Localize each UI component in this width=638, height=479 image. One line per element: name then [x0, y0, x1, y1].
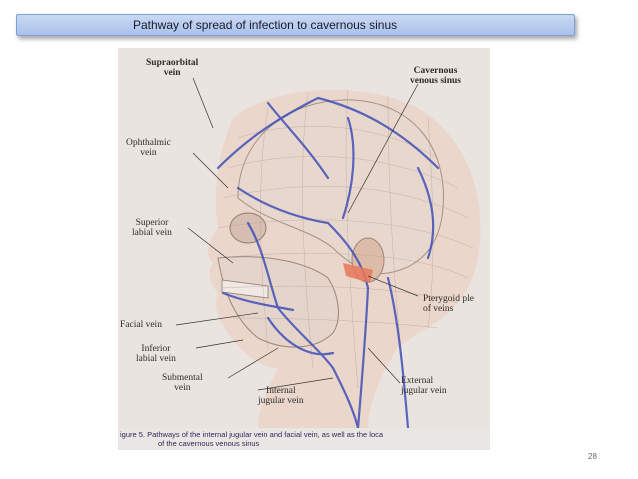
anatomy-figure: Supraorbital vein Cavernous venous sinus…	[118, 48, 490, 450]
label-line: Submental	[162, 373, 203, 383]
label-line: vein	[140, 148, 157, 158]
label-line: Superior	[135, 218, 169, 228]
label-line: vein	[174, 383, 191, 393]
label-internal-jugular-vein: Internal jugular vein	[258, 386, 304, 406]
caption-line-1: igure 5. Pathways of the internal jugula…	[120, 430, 384, 439]
slide-title-bar: Pathway of spread of infection to cavern…	[16, 14, 575, 36]
slide-title: Pathway of spread of infection to cavern…	[133, 18, 398, 32]
label-line: Ophthalmic	[126, 138, 171, 148]
label-superior-labial-vein: Superior labial vein	[132, 218, 172, 238]
label-cavernous-sinus: Cavernous venous sinus	[410, 66, 461, 86]
skull-vein-illustration	[118, 48, 490, 430]
label-line: labial vein	[132, 228, 172, 238]
label-line: Pterygoid ple	[423, 294, 474, 304]
label-facial-vein: Facial vein	[120, 320, 162, 330]
label-line: Cavernous	[413, 66, 458, 76]
label-external-jugular-vein: External jugular vein	[401, 376, 447, 396]
label-inferior-labial-vein: Inferior labial vein	[136, 344, 176, 364]
caption-line-2: of the cavernous venous sinus	[158, 439, 260, 448]
page-number: 28	[588, 452, 597, 461]
figure-caption: igure 5. Pathways of the internal jugula…	[118, 428, 490, 450]
label-line: vein	[163, 68, 181, 78]
label-line: jugular vein	[258, 396, 304, 406]
label-ophthalmic-vein: Ophthalmic vein	[126, 138, 171, 158]
label-line: labial vein	[136, 354, 176, 364]
label-pterygoid-plexus: Pterygoid ple of veins	[423, 294, 474, 314]
label-line: Internal	[266, 386, 296, 396]
label-line: External	[401, 376, 434, 386]
label-line: jugular vein	[401, 386, 447, 396]
label-line: of veins	[423, 304, 454, 314]
label-line: Inferior	[141, 344, 171, 354]
label-supraorbital-vein: Supraorbital vein	[146, 58, 198, 78]
label-submental-vein: Submental vein	[162, 373, 203, 393]
label-line: venous sinus	[410, 76, 461, 86]
label-line: Supraorbital	[146, 58, 199, 68]
